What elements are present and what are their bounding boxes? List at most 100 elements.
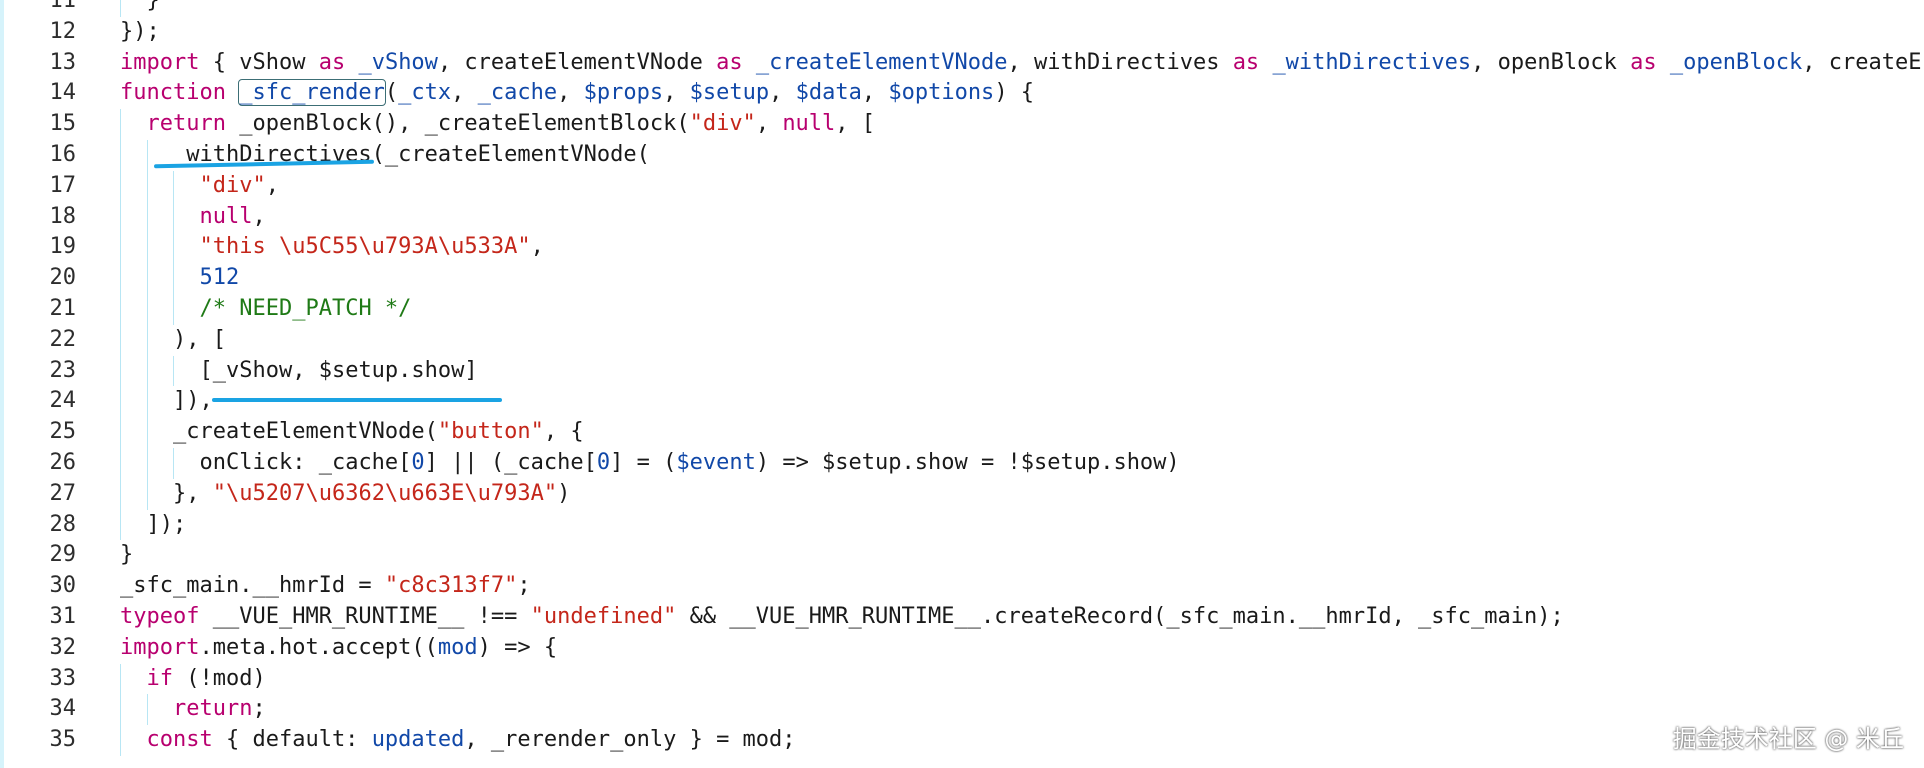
indent-guide bbox=[120, 0, 121, 17]
line-number: 25 bbox=[49, 419, 77, 445]
code-token: , bbox=[861, 80, 889, 106]
indent-guide bbox=[173, 293, 174, 325]
line-number: 20 bbox=[49, 265, 77, 291]
code-token: 0 bbox=[596, 449, 611, 475]
code-token: && __VUE_HMR_RUNTIME__.createRecord(_sfc… bbox=[676, 603, 1564, 629]
code-token: /* NEED_PATCH */ bbox=[199, 295, 412, 321]
code-text: typeof __VUE_HMR_RUNTIME__ !== "undefine… bbox=[120, 602, 1564, 633]
code-token: [_vShow, $setup.show] bbox=[199, 357, 478, 383]
line-number: 23 bbox=[49, 357, 77, 383]
indent-guide bbox=[120, 263, 121, 294]
code-text: } bbox=[147, 0, 160, 17]
line-number: 29 bbox=[49, 542, 77, 568]
code-line[interactable]: 22), [ bbox=[0, 324, 1924, 356]
code-text: import { vShow as _vShow, createElementV… bbox=[120, 48, 1922, 79]
code-line[interactable]: 25 _createElementVNode("button", { bbox=[0, 417, 1924, 448]
indent-guide bbox=[120, 324, 121, 356]
code-token: ) => $setup.show = !$setup.show) bbox=[755, 449, 1180, 475]
indent-guide bbox=[146, 232, 148, 264]
code-token: , bbox=[451, 80, 478, 106]
code-token: $options bbox=[888, 80, 995, 106]
code-token: , bbox=[769, 80, 796, 106]
code-line[interactable]: 27}, "\u5207\u6362\u663E\u793A") bbox=[0, 478, 1924, 510]
code-text: ]); bbox=[147, 510, 187, 541]
code-token: , withDirectives bbox=[1007, 49, 1233, 75]
indent-guide bbox=[120, 293, 121, 325]
code-token: return bbox=[173, 696, 253, 722]
line-number: 18 bbox=[49, 203, 77, 229]
line-number: 34 bbox=[49, 696, 77, 722]
code-token: 512 bbox=[199, 265, 240, 291]
code-line[interactable]: 19"this \u5C55\u793A\u533A", bbox=[0, 232, 1924, 264]
code-token: ) { bbox=[994, 80, 1035, 106]
code-token: }, bbox=[173, 480, 213, 506]
code-text: } bbox=[120, 540, 133, 571]
code-token: _sfc_main.__hmrId = bbox=[120, 573, 385, 599]
code-text: "div", bbox=[200, 171, 279, 202]
code-line[interactable]: 12}); bbox=[0, 17, 1924, 48]
line-number: 19 bbox=[49, 234, 77, 260]
indent-guide bbox=[120, 170, 121, 202]
indent-guide bbox=[120, 417, 121, 448]
code-token: ) => { bbox=[477, 634, 558, 660]
indent-guide bbox=[120, 139, 121, 171]
line-number: 30 bbox=[49, 573, 77, 599]
line-number: 16 bbox=[49, 141, 77, 167]
code-token: if bbox=[146, 665, 174, 691]
indent-guide bbox=[120, 663, 121, 695]
indent-guide bbox=[120, 386, 121, 418]
line-number: 11 bbox=[49, 0, 77, 13]
indent-guide bbox=[120, 232, 121, 264]
line-number: 35 bbox=[49, 727, 77, 753]
indent-guide bbox=[173, 355, 174, 387]
code-line[interactable]: 11} bbox=[0, 0, 1924, 17]
indent-guide bbox=[120, 447, 121, 479]
code-token bbox=[743, 50, 756, 75]
code-token bbox=[1657, 50, 1670, 75]
code-token: , bbox=[265, 172, 279, 198]
code-line[interactable]: 16_withDirectives(_createElementVNode( bbox=[0, 139, 1924, 171]
code-text: import.meta.hot.accept((mod) => { bbox=[120, 633, 557, 664]
code-token: , createE bbox=[1802, 49, 1922, 75]
code-line[interactable]: 32 import.meta.hot.accept((mod) => { bbox=[0, 633, 1924, 664]
code-token: "undefined" bbox=[530, 603, 677, 629]
code-token: _withDirectives bbox=[1272, 49, 1472, 75]
code-token: 0 bbox=[411, 449, 425, 475]
indent-guide bbox=[146, 293, 148, 325]
code-text: _createElementVNode("button", { bbox=[173, 417, 584, 448]
code-token: }); bbox=[120, 18, 160, 44]
code-line[interactable]: 17 "div", bbox=[0, 170, 1924, 202]
code-text: ]), bbox=[173, 386, 213, 417]
line-number: 32 bbox=[49, 634, 77, 660]
code-token: , openBlock bbox=[1471, 49, 1631, 75]
indent-guide bbox=[173, 232, 174, 264]
code-line[interactable]: 24]), bbox=[0, 386, 1924, 418]
code-line[interactable]: 29} bbox=[0, 540, 1924, 571]
indent-guide bbox=[120, 109, 121, 140]
code-line[interactable]: 30_sfc_main.__hmrId = "c8c313f7"; bbox=[0, 571, 1924, 602]
indent-guide bbox=[173, 447, 174, 479]
code-token: ; bbox=[517, 573, 531, 599]
code-token: return bbox=[146, 111, 226, 137]
indent-guide bbox=[146, 263, 148, 294]
code-token: _openBlock bbox=[1669, 49, 1803, 75]
code-line[interactable]: 20 512 bbox=[0, 263, 1924, 294]
code-line[interactable]: 28]); bbox=[0, 509, 1924, 541]
code-token: , bbox=[557, 80, 584, 106]
code-token: _openBlock(), _createElementBlock( bbox=[225, 111, 690, 137]
code-token: null bbox=[199, 203, 253, 229]
code-line[interactable]: 23 [_vShow, $setup.show] bbox=[0, 355, 1924, 387]
code-line[interactable]: 21/* NEED_PATCH */ bbox=[0, 293, 1924, 325]
line-number: 17 bbox=[49, 172, 77, 198]
code-token: ]), bbox=[173, 388, 213, 414]
